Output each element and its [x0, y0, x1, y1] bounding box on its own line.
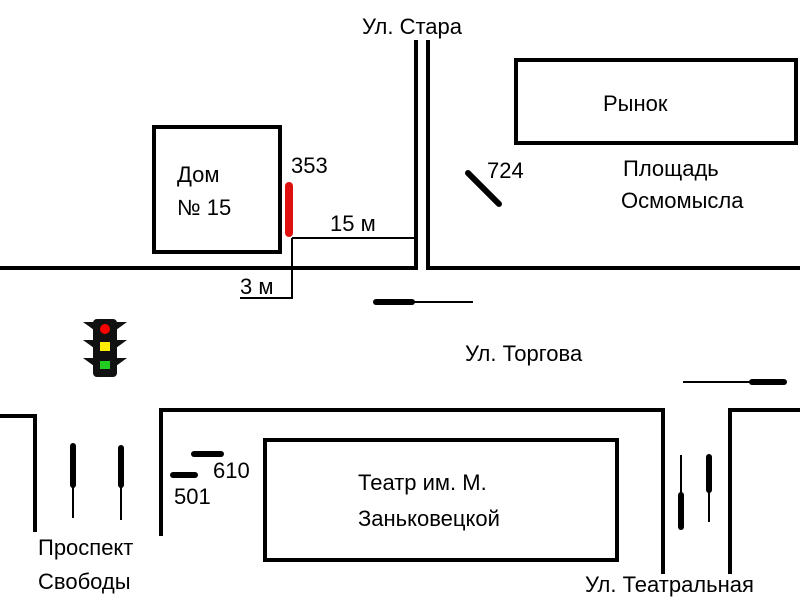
- house-15-building: [152, 125, 282, 254]
- house-label-2: № 15: [177, 195, 231, 220]
- theatre-label-1: Театр им. М.: [358, 470, 487, 495]
- dimension-3m: [240, 238, 293, 299]
- green-light: [100, 361, 110, 369]
- car-501-number: 501: [174, 484, 211, 509]
- market-label: Рынок: [603, 91, 668, 116]
- square-label-1: Площадь: [623, 156, 719, 181]
- street-teatralnaya-label: Ул. Театральная: [585, 572, 754, 597]
- car-724-number: 724: [487, 158, 524, 183]
- traffic-light-icon: [83, 319, 127, 377]
- square-label-2: Осмомысла: [621, 188, 744, 213]
- house-label-1: Дом: [177, 162, 220, 187]
- theatre-building: [263, 438, 619, 562]
- yellow-light: [100, 342, 110, 351]
- street-torgova-label: Ул. Торгова: [465, 341, 583, 366]
- car-610-number: 610: [213, 458, 250, 483]
- car-724: [465, 170, 502, 207]
- prospect-label-2: Свободы: [38, 569, 131, 594]
- dimension-3m-label: 3 м: [240, 274, 273, 299]
- prospect-label-1: Проспект: [38, 535, 133, 560]
- road-edges-top: [0, 40, 800, 270]
- road-edges-bottom: [0, 408, 800, 574]
- dimension-15m-label: 15 м: [330, 211, 376, 236]
- market-building: [514, 58, 798, 145]
- street-stara-label: Ул. Стара: [362, 14, 463, 39]
- red-light: [100, 324, 110, 334]
- theatre-label-2: Заньковецкой: [358, 506, 500, 531]
- red-car-number: 353: [291, 153, 328, 178]
